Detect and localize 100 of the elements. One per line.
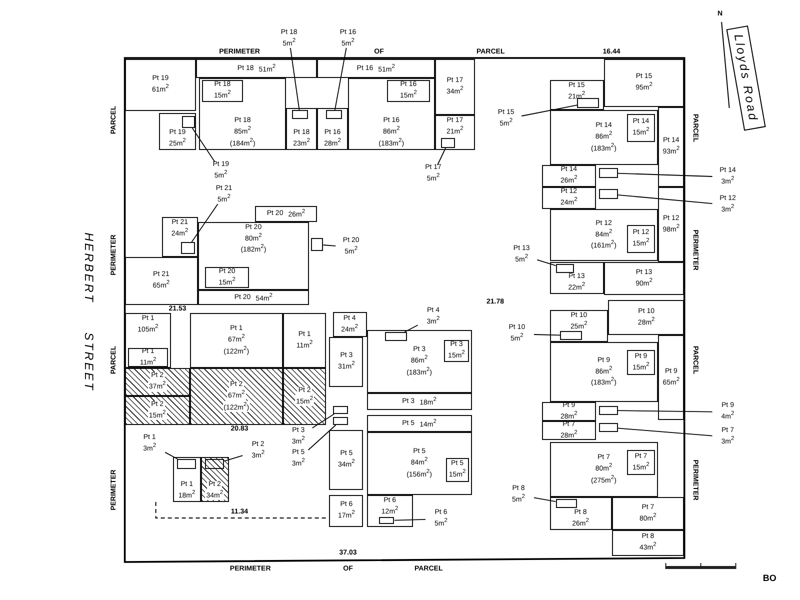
lot-area: [542, 421, 596, 440]
lot-area: [255, 206, 317, 222]
lot-area: [329, 495, 364, 527]
leader-line: [290, 48, 300, 110]
leader-line: [394, 518, 426, 521]
leader-line: [521, 104, 578, 116]
leader-line: [404, 324, 418, 332]
lot-area: [550, 262, 604, 294]
lot-area: [366, 393, 472, 410]
small-lot-box: [556, 264, 574, 273]
small-lot-box: [577, 98, 600, 108]
lot-area: [317, 59, 435, 78]
lot-area: [627, 450, 655, 475]
scale-label: BO: [762, 573, 776, 583]
small-lot-box: [182, 116, 195, 128]
small-lot-box: [599, 168, 618, 178]
small-lot-box: [556, 499, 578, 508]
leader-line: [536, 259, 556, 266]
lot-area: [386, 80, 430, 102]
lot-area: [329, 430, 364, 490]
lot-area: [542, 165, 596, 187]
lot-area: [542, 187, 596, 209]
lot-area: [550, 209, 658, 261]
lot-area: [172, 457, 201, 502]
hatched-lot-area: [124, 396, 190, 425]
small-lot-box: [378, 517, 394, 524]
lot-area: [550, 80, 604, 110]
leader-line: [617, 428, 713, 436]
small-lot-box: [599, 189, 618, 199]
lot-area: [550, 342, 658, 402]
lot-area: [329, 337, 364, 387]
lot-area: [542, 402, 596, 421]
hatched-lot-area: [200, 457, 229, 502]
small-lot-box: [560, 331, 582, 340]
lot-area: [550, 310, 608, 342]
leader-line: [534, 497, 556, 502]
lot-area: [434, 59, 476, 115]
lot-area: [124, 313, 172, 368]
leader-line: [308, 424, 336, 450]
lot-area: [446, 458, 469, 482]
lot-area: [317, 108, 348, 150]
small-lot-box: [332, 406, 348, 414]
lot-area: [612, 530, 684, 556]
lot-area: [128, 348, 168, 367]
lot-area: [124, 59, 196, 111]
small-lot-box: [385, 332, 407, 341]
lot-area: [196, 59, 317, 78]
street-name-label: STREET: [82, 332, 96, 392]
small-lot-box: [440, 138, 455, 148]
leader-line: [617, 410, 713, 412]
lot-area: [366, 415, 472, 432]
lot-area: [332, 312, 367, 337]
street-name-label: Lloyds Road: [726, 26, 766, 130]
lot-area: [366, 432, 472, 495]
lot-area: [550, 442, 658, 497]
small-lot-box: [326, 110, 342, 119]
lot-area: [202, 80, 243, 102]
lot-area: [198, 222, 310, 290]
small-lot-box: [177, 459, 196, 469]
lot-area: [658, 107, 684, 187]
lot-area: [162, 217, 198, 257]
lot-area: [658, 335, 684, 420]
leader-line: [334, 48, 347, 110]
small-lot-box: [310, 238, 324, 251]
lot-area: [366, 330, 472, 393]
lot-area: [282, 313, 326, 368]
lot-area: [158, 113, 196, 150]
lot-area: [366, 495, 414, 527]
small-lot-box: [332, 417, 348, 425]
leader-line: [164, 452, 178, 460]
lot-area: [198, 290, 310, 305]
leader-line: [191, 204, 218, 242]
lot-area: [444, 340, 469, 362]
small-lot-box: [599, 406, 618, 415]
small-lot-box: [599, 423, 618, 432]
leader-line: [437, 148, 446, 166]
lot-area: [627, 225, 655, 253]
street-name-label: HERBERT: [82, 232, 96, 304]
hatched-lot-area: [282, 368, 326, 425]
lot-area: [604, 262, 684, 295]
lot-area: [199, 78, 286, 150]
leader-line: [224, 455, 244, 462]
lot-area: [550, 497, 612, 530]
lot-area: [550, 110, 658, 165]
lot-area: [348, 78, 435, 150]
lot-area: [627, 114, 655, 142]
lot-area: [658, 187, 684, 262]
small-lot-box: [180, 242, 195, 254]
leader-line: [312, 414, 335, 428]
lot-area: [286, 108, 317, 150]
hatched-lot-area: [124, 368, 190, 396]
lot-area: [627, 350, 655, 375]
lot-area: [190, 313, 283, 368]
leader-line: [534, 334, 561, 336]
lot-area: [608, 300, 684, 335]
leader-line: [617, 172, 713, 177]
lot-area: [434, 115, 476, 150]
leader-line: [617, 194, 713, 204]
small-lot-box: [205, 459, 224, 469]
lot-area: [124, 257, 198, 305]
